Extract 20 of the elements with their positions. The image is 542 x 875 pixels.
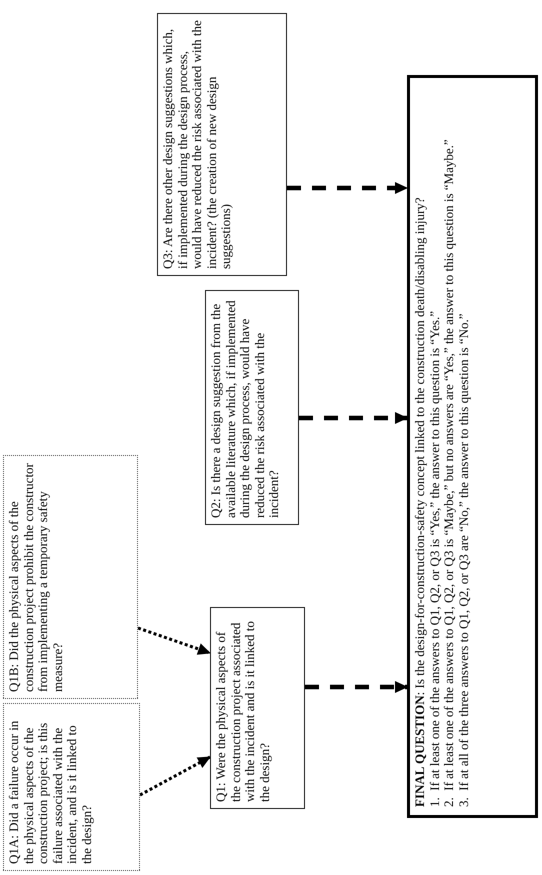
question-text: FINAL QUESTION: Is the design-for-construction-safety concept linked to the construction death/disabling injury? bbox=[413, 196, 428, 807]
arrow bbox=[305, 681, 408, 693]
list-item: 2. If at least one of the answers to Q1, Q2, or Q3 is “Maybe,” but no answers are “Yes,” the answer to this question is “Maybe.” bbox=[442, 138, 456, 807]
question-text: Q1: Were the physical aspects of the construction project associated with the incident and is it linked to the design? bbox=[214, 620, 272, 802]
arrow bbox=[139, 756, 211, 796]
arrow bbox=[287, 182, 408, 194]
question-box bbox=[157, 13, 287, 276]
question-text: Q1B: Did the physical aspects of the construction project prohibit the constructor from implementing a temporary safety measure? bbox=[7, 462, 65, 692]
question-box bbox=[210, 607, 305, 809]
arrow bbox=[299, 412, 408, 424]
question-text: Q2: Is there a design suggestion from the available literature which, if implemented during the design process, would have reduced the risk associated with the incident? bbox=[209, 299, 282, 518]
question-text: Q3: Are there other design suggestions which, if implemented during the design process, would have reduced the risk associated with the incident? (the creation of new design suggestions) bbox=[161, 20, 234, 269]
arrow bbox=[138, 626, 211, 655]
question-box bbox=[205, 290, 299, 525]
question-box bbox=[3, 703, 140, 871]
final-question-box bbox=[407, 75, 538, 818]
question-box bbox=[3, 455, 138, 699]
list-item: 3. If at all of the three answers to Q1, Q2, or Q3 are “No,” the answer to this question is “No.” bbox=[456, 312, 471, 807]
question-text: Q1A: Did a failure occur in the physical aspects of the construction project; is this failure associated with the incident, and is it linked to the design? bbox=[7, 720, 94, 864]
list-item: 1. If at least one of the answers to Q1, Q2, or Q3 is “Yes,” the answer to this question is “Yes.” bbox=[428, 311, 442, 807]
